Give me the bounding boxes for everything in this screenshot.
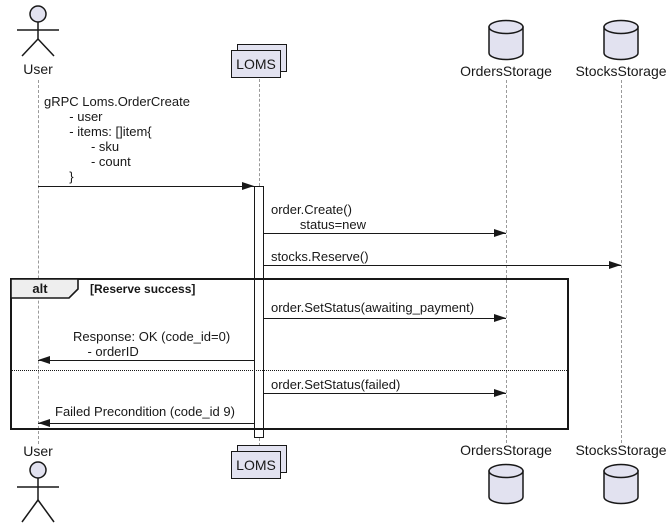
message-order-create-request: gRPC Loms.OrderCreate - user - items: []… (44, 94, 190, 184)
database-orders-storage-icon-bottom (488, 463, 524, 505)
database-stocks-storage-icon-bottom (603, 463, 639, 505)
participant-label-loms-bottom: LOMS (231, 451, 281, 479)
lifeline-loms-bottom (258, 438, 260, 446)
alt-frame: alt [Reserve success] (10, 278, 569, 430)
alt-operator-pentagon-icon (10, 278, 79, 299)
activation-bar-loms (254, 186, 264, 438)
participant-loms-bottom: LOMS (231, 445, 287, 480)
participant-loms-top: LOMS (231, 44, 287, 79)
arrow-set-status-failed (264, 393, 506, 394)
participant-label-orders-top: OrdersStorage (460, 63, 552, 79)
participant-label-user-bottom: User (23, 443, 53, 459)
lifeline-stocks-storage (620, 80, 622, 443)
alt-guard-label: [Reserve success] (90, 282, 196, 296)
arrow-response-ok (38, 360, 254, 361)
participant-label-user-top: User (23, 61, 53, 77)
arrowhead-right-icon (242, 182, 254, 190)
alt-else-divider (12, 370, 567, 371)
alt-operator-label: alt (32, 281, 48, 296)
participant-label-stocks-bottom: StocksStorage (575, 442, 667, 458)
lifeline-orders-storage (505, 80, 507, 443)
message-stocks-reserve: stocks.Reserve() (271, 249, 369, 264)
message-set-status-awaiting: order.SetStatus(awaiting_payment) (271, 300, 475, 315)
arrowhead-right-icon (494, 389, 506, 397)
arrowhead-left-icon (38, 356, 50, 364)
actor-user-icon-bottom (17, 461, 59, 523)
arrowhead-right-icon (494, 314, 506, 322)
arrowhead-right-icon (494, 229, 506, 237)
arrow-order-create-request (38, 186, 254, 187)
lifeline-loms-top (258, 79, 260, 186)
message-set-status-failed: order.SetStatus(failed) (271, 377, 401, 392)
arrow-order-create (264, 233, 506, 234)
actor-user-icon (17, 5, 59, 57)
arrow-set-status-awaiting (264, 318, 506, 319)
message-response-ok: Response: OK (code_id=0) - orderID (73, 329, 231, 359)
participant-label-orders-bottom: OrdersStorage (460, 442, 552, 458)
database-orders-storage-icon (488, 19, 524, 61)
lifeline-user (37, 80, 39, 444)
participant-label-loms-top: LOMS (231, 50, 281, 78)
arrowhead-left-icon (38, 419, 50, 427)
message-order-create: order.Create() status=new (271, 202, 367, 232)
arrow-stocks-reserve (264, 265, 621, 266)
message-failed-precondition: Failed Precondition (code_id 9) (55, 404, 235, 419)
database-stocks-storage-icon (603, 19, 639, 61)
arrow-failed-precondition (38, 423, 254, 424)
arrowhead-right-icon (609, 261, 621, 269)
participant-label-stocks-top: StocksStorage (575, 63, 667, 79)
